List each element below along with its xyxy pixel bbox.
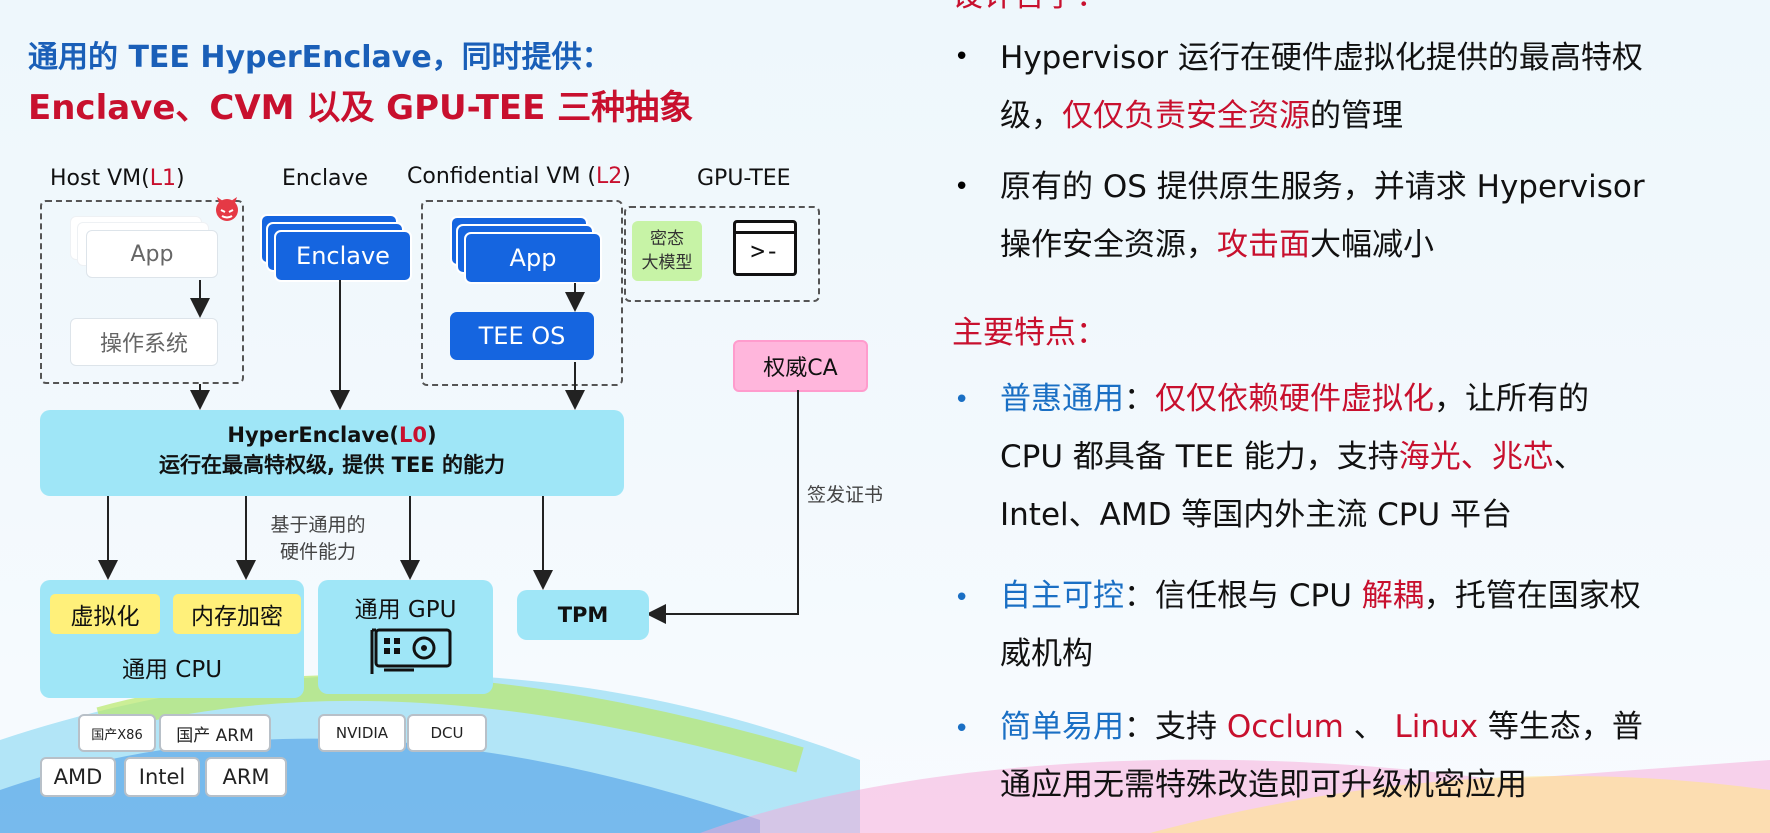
hyperenclave-title: HyperEnclave(L0) xyxy=(227,423,437,447)
cvm-label: Confidential VM (L2) xyxy=(407,164,631,189)
enclave-label: Enclave xyxy=(282,166,369,191)
hyperenclave-box: HyperEnclave(L0) 运行在最高特权级, 提供 TEE 的能力 xyxy=(40,410,624,496)
generic-gpu-box xyxy=(318,580,493,694)
design-point-1: Hypervisor 运行在硬件虚拟化提供的最高特权 级，仅仅负责安全资源的管理 xyxy=(1000,40,1643,134)
bullet-5: • xyxy=(954,714,970,744)
encrypted-model-line2: 大模型 xyxy=(641,253,693,273)
generic-cpu-label: 通用 CPU xyxy=(121,657,223,683)
title-line-2: Enclave、CVM 以及 GPU-TEE 三种抽象 xyxy=(28,88,694,128)
chip-domestic-x86: 国产X86 xyxy=(78,714,156,752)
tee-os-box: TEE OS xyxy=(450,312,594,360)
chip-arm: ARM xyxy=(205,757,287,797)
design-point-2: 原有的 OS 提供原生服务，并请求 Hypervisor 操作安全资源，攻击面大… xyxy=(1000,169,1645,263)
host-os-box: 操作系统 xyxy=(70,318,218,366)
bullet-2: • xyxy=(954,172,970,202)
enclave-box: Enclave xyxy=(274,230,412,282)
sign-cert-label: 签发证书 xyxy=(806,484,883,506)
gpu-card-icon xyxy=(370,628,452,674)
features-heading: 主要特点： xyxy=(952,315,1107,351)
generic-gpu-label: 通用 GPU xyxy=(354,597,457,623)
feature-3: 简单易用：支持 Occlum 、 Linux 等生态，普 通应用无需特殊改造即可… xyxy=(1000,709,1643,803)
chip-amd: AMD xyxy=(40,757,116,797)
bullet-4: • xyxy=(954,583,970,613)
feature-2: 自主可控：信任根与 CPU 解耦，托管在国家权 威机构 xyxy=(1000,578,1641,672)
authority-ca-box: 权威CA xyxy=(733,340,868,392)
terminal-icon: >- xyxy=(733,220,797,276)
hyperenclave-desc: 运行在最高特权级, 提供 TEE 的能力 xyxy=(159,453,505,477)
chip-dcu: DCU xyxy=(407,714,487,752)
cvm-container xyxy=(421,200,623,386)
title-line-1: 通用的 TEE HyperEnclave，同时提供： xyxy=(28,40,612,75)
bullet-1: • xyxy=(954,42,970,72)
host-app-box: App xyxy=(86,230,218,278)
bullet-3: • xyxy=(954,385,970,415)
virtualization-tag: 虚拟化 xyxy=(50,594,160,634)
chip-intel: Intel xyxy=(124,757,200,797)
tpm-box: TPM xyxy=(517,590,649,640)
devil-icon xyxy=(216,197,238,221)
encrypted-model-box: 密态 大模型 xyxy=(632,221,702,281)
based-on-hardware-label: 基于通用的 硬件能力 xyxy=(270,514,366,563)
design-heading: 设计哲学： xyxy=(952,0,1107,25)
gpu-tee-label: GPU-TEE xyxy=(697,166,791,191)
chip-nvidia: NVIDIA xyxy=(318,714,406,752)
cvm-app-box: App xyxy=(464,232,602,284)
host-vm-label: Host VM(L1) xyxy=(50,166,185,191)
gpu-tee-container xyxy=(624,206,820,302)
encrypted-model-line1: 密态 xyxy=(650,229,684,249)
host-vm-container xyxy=(40,200,244,384)
feature-1: 普惠通用：仅仅依赖硬件虚拟化，让所有的 CPU 都具备 TEE 能力，支持海光、… xyxy=(1000,381,1589,533)
memory-encryption-tag: 内存加密 xyxy=(173,594,301,634)
chip-domestic-arm: 国产 ARM xyxy=(159,714,271,752)
